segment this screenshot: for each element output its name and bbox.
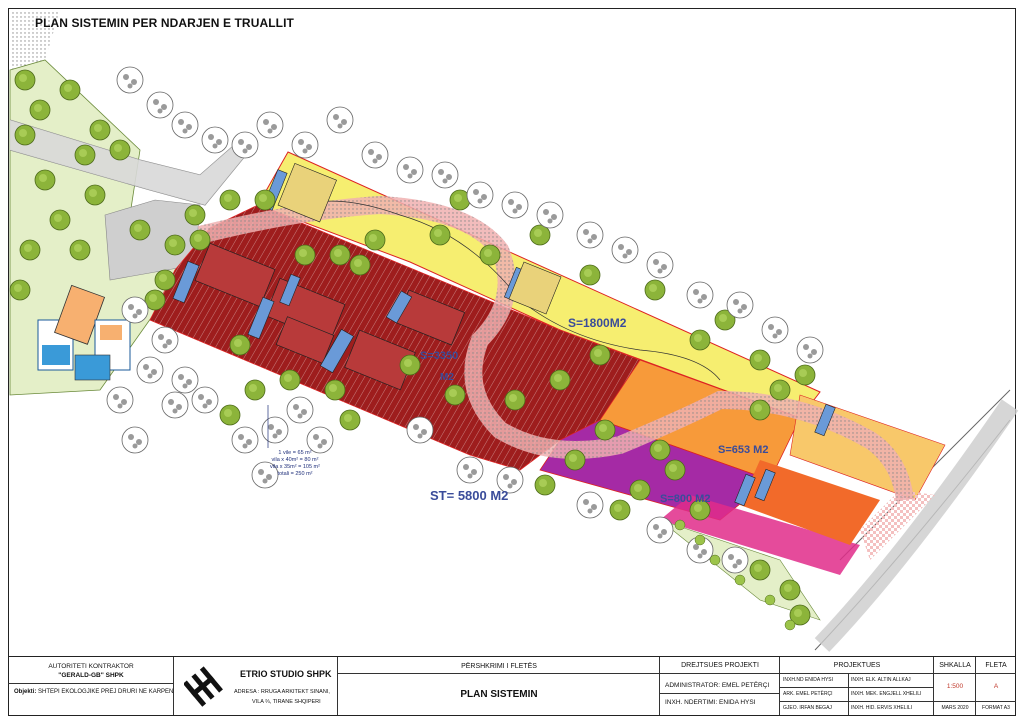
parcel-checker [860,490,935,560]
authority-cell: AUTORITETI KONTRAKTOR "GERALD-GB" SHPK O… [8,657,174,715]
authority-label: AUTORITETI KONTRAKTOR [48,663,134,670]
pools [172,169,836,507]
sheet-description: PLAN SISTEMIN [460,689,538,700]
designer-2: INXH. ELK. ALTIN ALLKAJ [851,677,911,683]
title-block: AUTORITETI KONTRAKTOR "GERALD-GB" SHPK O… [8,656,1016,716]
scale-value: 1:500 [946,683,964,690]
director-engineer: INXH. NDERTIMI: ENIDA HYSI [665,699,756,706]
parcel-pink [660,495,860,575]
note-line-2: vila x 40m² = 80 m² [271,457,319,463]
dotted-area [10,10,60,70]
studio-address-2: VILA ⅔, TIRANE SHQIPERI [252,699,321,705]
label-zone-red: S=3350 [420,350,459,362]
studio-address-1: ADRESA : RRUGA ARKITEKT SINANI, [234,689,330,695]
designer-1: INXH.ND ENIDA HYSI [783,677,834,683]
note-line-3: vila x 35m² = 105 m² [270,464,320,470]
label-zone-purple: S=800 M2 [660,493,711,505]
label-zone-red-unit: M2 [440,372,454,383]
object-text: SHTEPI EKOLOGJIKE PREJ DRURI NE KARPEN [38,689,174,695]
designer-6: INXH. HID. ERVIS XHELILI [851,705,913,711]
object-label: Objekti: [14,689,37,695]
sheet-desc-label: PËRSHKRIMI I FLETËS [461,663,537,670]
designer-5: GJEO. IRFAN BEGAJ [783,705,832,711]
road-surface [10,120,250,205]
label-zone-orange: S=653 M2 [718,444,769,456]
studio-logo [184,666,223,707]
sheet-label: FLETA [985,662,1007,669]
parcel-orange-lower [740,460,880,545]
label-zone-yellow: S=1800M2 [568,316,627,330]
note-line-1: 1 vile = 65 m² [278,450,312,456]
designer-3: ARK. EMEL PETËRÇI [783,691,833,697]
neighbour-buildings [37,284,131,381]
director-label: DREJTSUES PROJEKTI [681,662,759,669]
director-cell: DREJTSUES PROJEKTI ADMINISTRATOR: EMEL P… [660,657,780,715]
designers-label: PROJEKTUES [833,662,881,669]
yellow-villas [277,162,562,315]
sheet-value: A [993,683,999,690]
scale-cell: SHKALLA 1:500 MARS 2020 [934,657,976,715]
sheet-cell: FLETA A FORMAT A3 [976,657,1016,715]
scale-label: SHKALLA [939,662,971,669]
designer-4: INXH. MEK. ENGJELL XHELILI [851,691,922,697]
date: MARS 2020 [941,705,969,711]
note-line-4: totali = 250 m² [277,471,313,477]
paper-format: FORMAT A3 [982,705,1010,711]
site-plan-map [9,10,1019,652]
label-total-area: ST= 5800 M2 [430,488,509,503]
drawing-title: PLAN SISTEMIN PER NDARJEN E TRUALLIT [35,16,294,30]
studio-name: ETRIO STUDIO SHPK [240,669,332,679]
villa-area-note: 1 vile = 65 m² vila x 40m² = 80 m² vila … [250,450,340,478]
sheet-description-cell: PËRSHKRIMI I FLETËS PLAN SISTEMIN [338,657,660,715]
studio-cell: ETRIO STUDIO SHPK ADRESA : RRUGA ARKITEK… [174,657,338,715]
road-right [814,399,1019,652]
shrubs [674,519,796,631]
authority-name: "GERALD-GB" SHPK [58,672,124,679]
drawing-sheet [8,8,1016,716]
note-leader [267,405,269,448]
designers-cell: PROJEKTUES INXH.ND ENIDA HYSI INXH. ELK.… [780,657,934,715]
director-admin: ADMINISTRATOR: EMEL PETËRÇI [665,682,770,689]
